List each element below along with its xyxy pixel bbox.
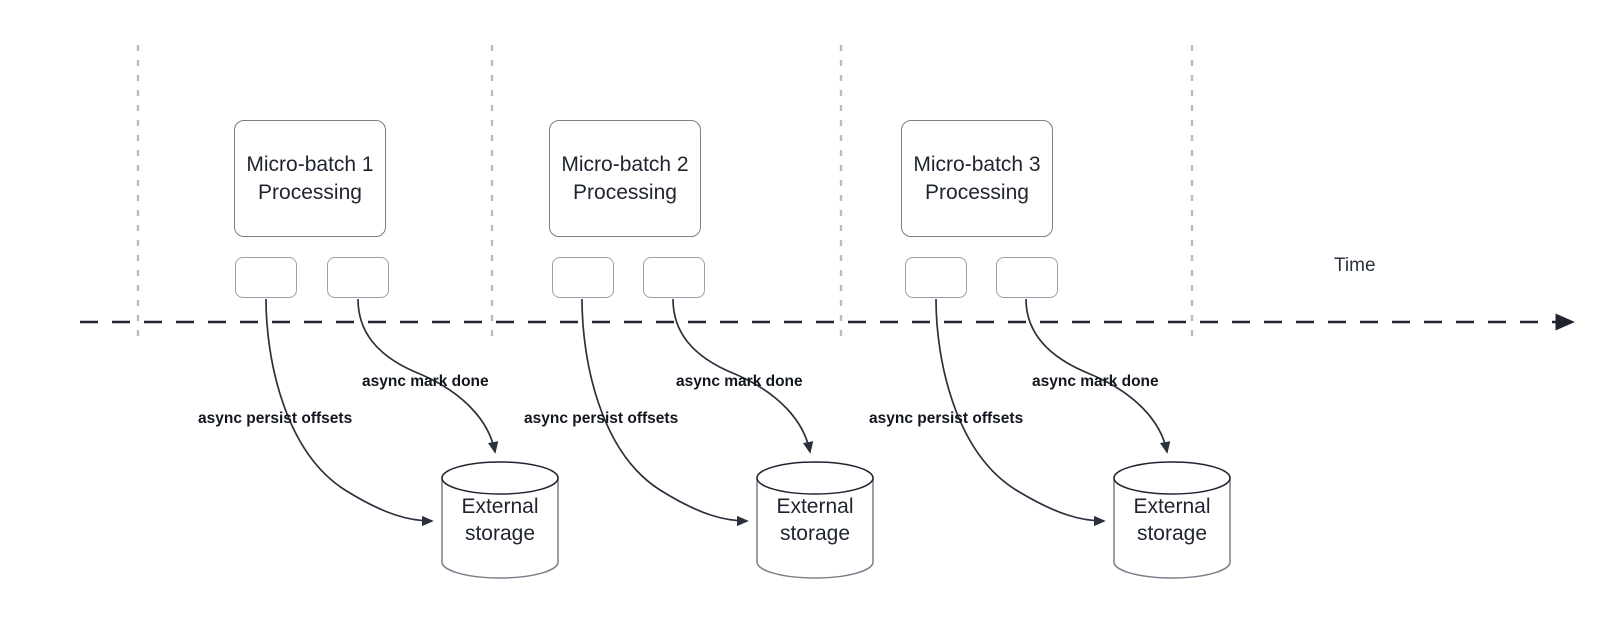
micro-batch-box-2: Micro-batch 2 Processing bbox=[549, 120, 701, 237]
edge-markdone-1-label: async mark done bbox=[362, 373, 489, 390]
time-axis-label: Time bbox=[1334, 255, 1376, 276]
cylinder-body-2 bbox=[756, 477, 874, 579]
cylinder-body-1 bbox=[441, 477, 559, 579]
task-tick-box-3-a bbox=[905, 257, 967, 298]
external-storage-cylinder-1 bbox=[441, 461, 559, 579]
storage-cylinders bbox=[441, 461, 1231, 579]
edge-markdone-3 bbox=[1025, 298, 1171, 454]
edge-markdone-3-label: async mark done bbox=[1032, 373, 1159, 390]
edge-persist-1-label: async persist offsets bbox=[198, 410, 353, 427]
edge-persist-1 bbox=[265, 298, 434, 527]
task-tick-box-2-b bbox=[643, 257, 705, 298]
task-tick-box-2-a bbox=[552, 257, 614, 298]
edge-markdone-1 bbox=[357, 298, 499, 454]
edge-persist-2 bbox=[581, 298, 749, 527]
task-tick-box-1-a bbox=[235, 257, 297, 298]
micro-batch-box-1: Micro-batch 1 Processing bbox=[234, 120, 386, 237]
edges-group bbox=[265, 298, 1171, 527]
task-tick-box-1-b bbox=[327, 257, 389, 298]
cylinder-top-ellipse-3 bbox=[1113, 461, 1231, 495]
time-dividers bbox=[136, 45, 1194, 340]
cylinder-top-ellipse-2 bbox=[756, 461, 874, 495]
edge-persist-3 bbox=[935, 298, 1106, 527]
edge-markdone-2-label: async mark done bbox=[676, 373, 803, 390]
external-storage-cylinder-2 bbox=[756, 461, 874, 579]
cylinder-top-ellipse-1 bbox=[441, 461, 559, 495]
micro-batch-box-3: Micro-batch 3 Processing bbox=[901, 120, 1053, 237]
task-tick-box-3-b bbox=[996, 257, 1058, 298]
edge-persist-3-label: async persist offsets bbox=[869, 410, 1024, 427]
edge-markdone-2 bbox=[672, 298, 814, 454]
edge-persist-2-label: async persist offsets bbox=[524, 410, 679, 427]
external-storage-cylinder-3 bbox=[1113, 461, 1231, 579]
cylinder-body-3 bbox=[1113, 477, 1231, 579]
